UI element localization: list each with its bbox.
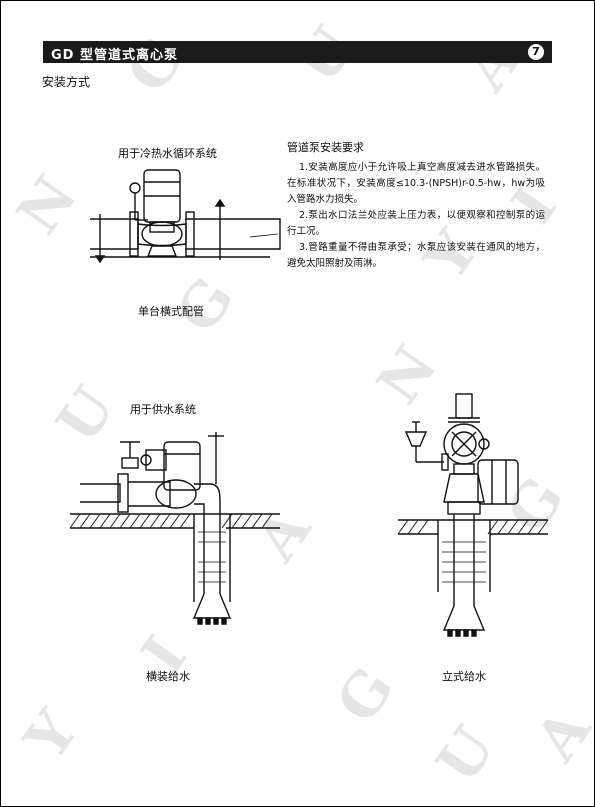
requirement-item: 2.泵出水口法兰处应装上压力表，以便观察和控制泵的运行工况。 — [287, 210, 545, 237]
fig1-caption-top: 用于冷热水循环系统 — [118, 147, 217, 160]
fig2-caption-bottom: 横装给水 — [146, 670, 190, 683]
fig2-caption-top: 用于供水系统 — [130, 403, 196, 416]
requirements-list: 1.安装高度应小于允许吸上真空高度减去进水管路损失。在标准状况下，安装高度≤10… — [287, 160, 545, 272]
requirements-title: 管道泵安装要求 — [287, 141, 364, 154]
fig1-caption-bottom: 单台横式配管 — [138, 305, 204, 318]
requirement-item: 3.管路重量不得由泵承受；水泵应该安装在通风的地方，避免太阳照射及雨淋。 — [287, 242, 545, 269]
header-bar: GD 型管道式离心泵 7 — [43, 41, 552, 63]
header-title: GD 型管道式离心泵 — [51, 48, 178, 63]
fig1-horizontal-circulation-diagram — [90, 169, 281, 264]
fig3-vertical-supply-diagram — [397, 393, 549, 637]
fig2-horizontal-supply-diagram — [69, 432, 280, 625]
section-title: 安装方式 — [42, 75, 91, 89]
page-number-badge: 7 — [528, 44, 544, 60]
requirement-item: 1.安装高度应小于允许吸上真空高度减去进水管路损失。在标准状况下，安装高度≤10… — [287, 162, 545, 205]
fig3-caption-bottom: 立式给水 — [442, 670, 486, 683]
